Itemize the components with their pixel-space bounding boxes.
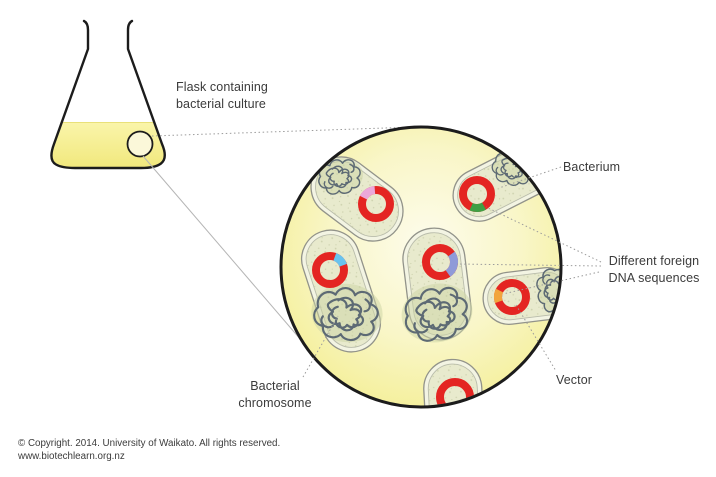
foreign-dna-segment-periwinkle xyxy=(422,244,458,280)
chromosome-label-line1: Bacterial xyxy=(250,379,300,393)
pointer-foreign-dna-orange xyxy=(502,271,600,295)
vector-plasmid xyxy=(459,176,495,212)
sample-spot xyxy=(126,130,154,158)
bacterium-label: Bacterium xyxy=(563,160,621,174)
pointer-foreign-dna-blue xyxy=(456,263,602,267)
pointer-lines xyxy=(302,166,602,378)
copyright-footer: © Copyright. 2014. University of Waikato… xyxy=(18,437,280,463)
vector-plasmid xyxy=(494,279,530,315)
flask-label-line2: bacterial culture xyxy=(176,96,266,111)
flask-outline xyxy=(50,19,166,170)
copyright-line: © Copyright. 2014. University of Waikato… xyxy=(18,438,281,449)
chromosome-label-line2: chromosome xyxy=(238,395,312,410)
bacteria-group xyxy=(300,142,560,406)
vector-plasmid xyxy=(358,186,394,222)
magnified-rim xyxy=(279,125,563,409)
magnifier-line-top xyxy=(151,126,415,137)
pointer-vector xyxy=(515,304,557,372)
vector-plasmid xyxy=(312,252,348,288)
foreign-dna-segment-pink xyxy=(358,186,394,222)
bacterial-chromosome xyxy=(398,281,474,347)
bacterial-chromosome xyxy=(311,283,383,344)
bacterial-chromosome xyxy=(315,156,364,198)
bacterial-chromosome xyxy=(533,265,560,316)
magnified-view xyxy=(279,125,563,409)
flask-label: Flask containing bacterial culture xyxy=(176,79,268,112)
flask-label-line1: Flask containing xyxy=(176,80,268,94)
chromosome-label: Bacterial chromosome xyxy=(224,378,326,411)
foreign-dna-segment-orange xyxy=(494,279,530,315)
pointer-bacterium xyxy=(498,166,562,189)
flask xyxy=(50,19,166,170)
foreign-dna-label-line2: DNA sequences xyxy=(608,270,700,285)
pointer-chromosome xyxy=(302,315,339,378)
pointer-foreign-dna-green xyxy=(485,206,602,263)
bacterium-cell xyxy=(423,358,485,406)
website-line: www.biotechlearn.org.nz xyxy=(18,451,125,462)
foreign-dna-label: Different foreign DNA sequences xyxy=(596,253,712,286)
vector-plasmid xyxy=(422,244,458,280)
foreign-dna-segment-blue xyxy=(312,252,348,288)
foreign-dna-label-line1: Different foreign xyxy=(608,254,700,268)
magnifier-line-bottom xyxy=(142,155,302,341)
foreign-dna-segment-green xyxy=(459,176,495,212)
vector-label: Vector xyxy=(556,373,593,387)
